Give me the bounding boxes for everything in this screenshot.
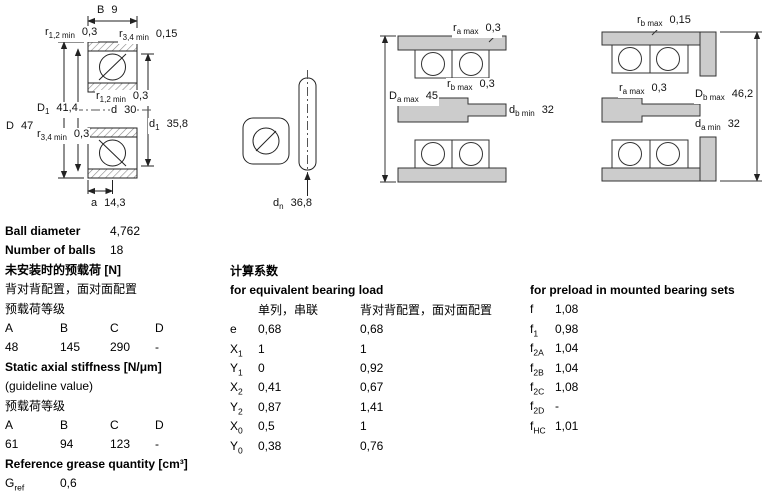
drawing-mounting-1	[380, 33, 507, 183]
preload-class-label: 预载荷等级	[5, 301, 66, 316]
ball-diameter-value: 4,762	[110, 224, 141, 238]
ball-diameter-label: Ball diameter	[5, 224, 81, 238]
factors-title: 计算系数	[230, 264, 279, 278]
preload-factor-row-fHC: fHC 1,01	[530, 418, 579, 436]
col-back-to-back: 背对背配置，面对面配置	[360, 302, 493, 317]
preload-factor-row-f2A: f2A 1,04	[530, 341, 579, 358]
grease-value: 0,6	[60, 476, 77, 491]
preload-factor-row-f2C: f2C 1,08	[530, 379, 579, 397]
grease-value-row: Gref 0,6	[5, 474, 227, 493]
equivalent-load-title: for equivalent bearing load	[230, 283, 384, 298]
factor-row-X2: X2 0,41 0,67	[230, 380, 384, 397]
stiffness-title: Static axial stiffness [N/μm]	[5, 359, 162, 374]
number-of-balls-row: Number of balls 18	[5, 241, 227, 260]
stiffness-subtitle: (guideline value)	[5, 379, 94, 394]
preload-factors-column: for preload in mounted bearing sets f 1,…	[530, 281, 765, 436]
preload-factor-row-f2D: f2D -	[530, 399, 559, 416]
preload-title: 未安装时的预载荷 [N]	[5, 262, 121, 277]
col-single-tandem: 单列，串联	[258, 302, 319, 317]
factor-row-e: e 0,68 0,68	[230, 322, 384, 337]
factor-row-X1: X1 1 1	[230, 341, 367, 358]
preload-factor-row-f1: f1 0,98	[530, 321, 579, 339]
stiffness-headers: A B C D	[5, 417, 164, 432]
number-of-balls-label: Number of balls	[5, 243, 96, 258]
technical-drawings	[58, 16, 762, 196]
factor-row-X0: X0 0,5 1	[230, 419, 367, 436]
stiffness-class-label: 预载荷等级	[5, 398, 66, 413]
stiffness-values: 61 94 123 -	[5, 437, 159, 452]
preload-headers: A B C D	[5, 320, 164, 335]
drawing-mounting-2	[601, 26, 762, 182]
drawing-cross-section	[58, 16, 154, 195]
factor-row-Y2: Y2 0,87 1,41	[230, 399, 384, 417]
drawing-side-view	[242, 70, 317, 196]
preload-values: 48 145 290 -	[5, 340, 159, 355]
left-specs-column: Ball diameter 4,762 Number of balls 18 未…	[5, 222, 227, 493]
preload-factor-row-f: f 1,08	[530, 302, 579, 317]
number-of-balls-value: 18	[110, 243, 124, 258]
preload-sets-title: for preload in mounted bearing sets	[530, 283, 735, 297]
factor-row-Y0: Y0 0,38 0,76	[230, 438, 384, 455]
grease-symbol: Gref	[5, 476, 25, 493]
grease-title: Reference grease quantity [cm³]	[5, 456, 188, 471]
factor-row-Y1: Y1 0 0,92	[230, 360, 384, 378]
equivalent-load-headers: 单列，串联 背对背配置，面对面配置	[230, 301, 530, 320]
preload-factor-row-f2B: f2B 1,04	[530, 360, 579, 377]
preload-subtitle: 背对背配置，面对面配置	[5, 282, 138, 297]
calculation-factors-column: 计算系数 for equivalent bearing load 单列，串联 背…	[230, 262, 530, 456]
ball-diameter-row: Ball diameter 4,762	[5, 222, 227, 241]
